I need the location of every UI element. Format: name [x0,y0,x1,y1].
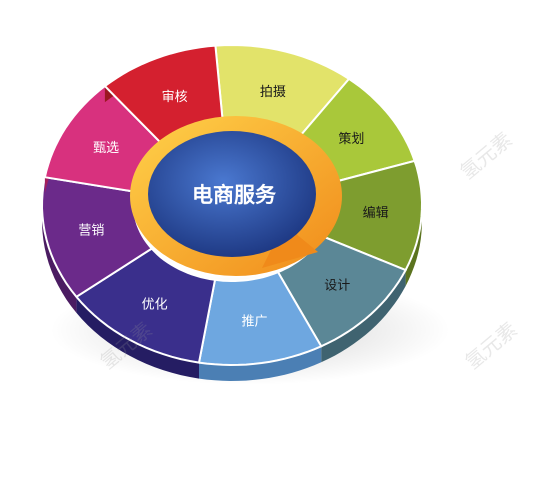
segment-5: 推广 [197,270,323,381]
cycle-arrow-head [262,224,318,268]
segment-label: 优化 [142,298,168,313]
center-title: 电商服务 [192,183,277,207]
segment-label: 推广 [241,315,267,330]
segment-7: 营销 [40,176,154,313]
segment-label: 甄选 [93,141,119,156]
center-hub: 电商服务 [130,116,342,276]
segment-label: 策划 [338,131,364,147]
segment-side [76,296,199,379]
segment-label: 编辑 [363,206,389,221]
segment-label: 营销 [78,224,104,239]
segment-side [321,270,406,363]
center-circle [148,131,316,257]
segment-side [42,177,77,313]
segment-side [405,160,422,287]
segment-label: 审核 [162,90,188,105]
segment-3: 编辑 [320,159,424,287]
segment-label: 拍摄 [260,85,286,100]
segment-label: 设计 [324,279,350,294]
